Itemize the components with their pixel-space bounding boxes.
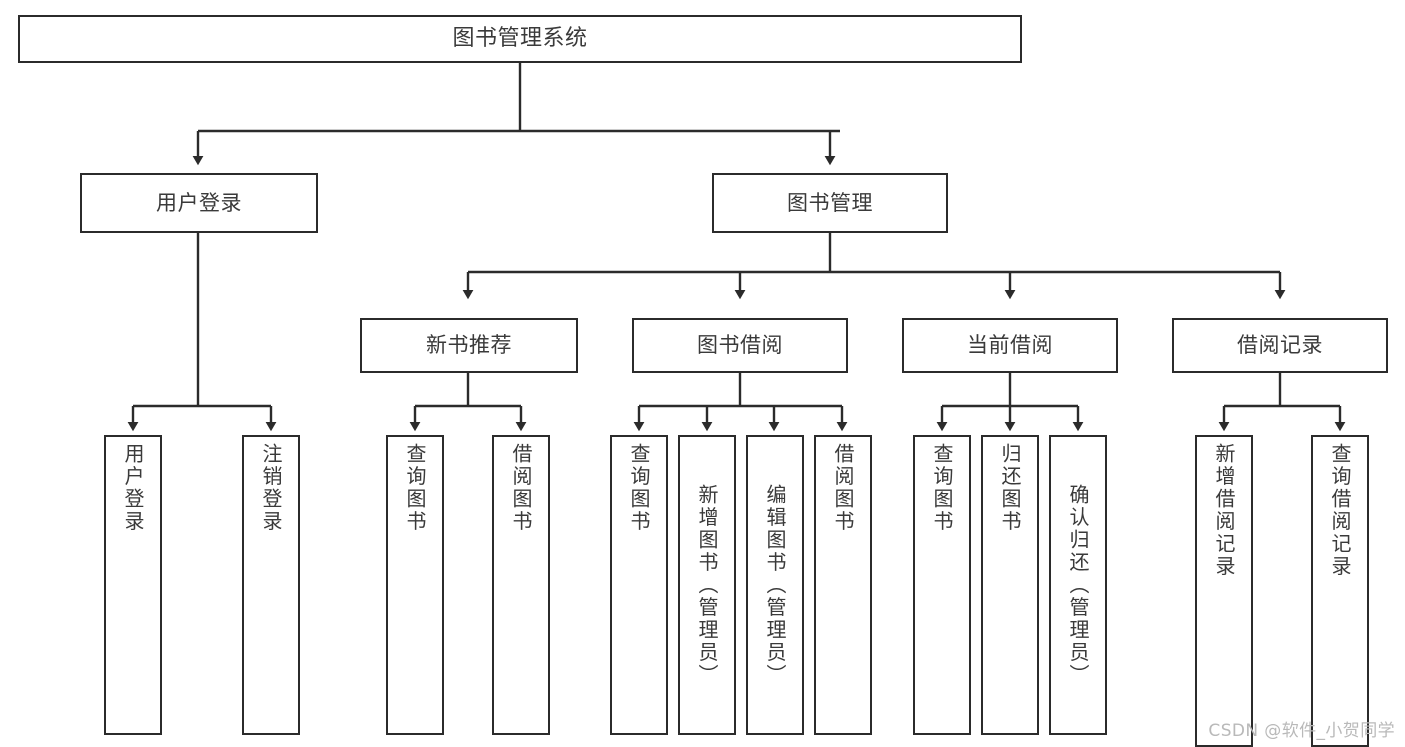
node-root-system-label: 图书管理系统 (452, 26, 588, 52)
node-book-manage[interactable]: 图书管理 (712, 173, 948, 233)
node-user-login-label: 用户登录 (156, 190, 242, 215)
leaf-book-borrow-borrow-label: 借阅图书 (831, 443, 855, 533)
leaf-borrow-record-query-label: 查询借阅记录 (1328, 443, 1352, 578)
leaf-user-login-logout[interactable]: 注销登录 (242, 435, 300, 735)
leaf-user-login-login[interactable]: 用户登录 (104, 435, 162, 735)
leaf-new-book-query-label: 查询图书 (403, 443, 427, 533)
leaf-current-borrow-return-label: 归还图书 (998, 443, 1022, 533)
node-new-book-recommend-label: 新书推荐 (426, 333, 512, 358)
leaf-user-login-logout-label: 注销登录 (259, 443, 283, 533)
leaf-new-book-borrow[interactable]: 借阅图书 (492, 435, 550, 735)
node-root-system[interactable]: 图书管理系统 (18, 15, 1022, 63)
node-current-borrow[interactable]: 当前借阅 (902, 318, 1118, 373)
leaf-book-borrow-edit-label: 编辑图书（管理员） (763, 483, 787, 687)
node-book-borrow-label: 图书借阅 (697, 333, 783, 358)
node-book-borrow[interactable]: 图书借阅 (632, 318, 848, 373)
leaf-current-borrow-query[interactable]: 查询图书 (913, 435, 971, 735)
leaf-borrow-record-add[interactable]: 新增借阅记录 (1195, 435, 1253, 747)
leaf-borrow-record-add-label: 新增借阅记录 (1212, 443, 1236, 578)
leaf-current-borrow-confirm-label: 确认归还（管理员） (1066, 483, 1090, 687)
leaf-book-borrow-query[interactable]: 查询图书 (610, 435, 668, 735)
node-current-borrow-label: 当前借阅 (967, 333, 1053, 358)
leaf-borrow-record-query[interactable]: 查询借阅记录 (1311, 435, 1369, 747)
leaf-new-book-borrow-label: 借阅图书 (509, 443, 533, 533)
node-user-login[interactable]: 用户登录 (80, 173, 318, 233)
node-borrow-record[interactable]: 借阅记录 (1172, 318, 1388, 373)
node-new-book-recommend[interactable]: 新书推荐 (360, 318, 578, 373)
node-borrow-record-label: 借阅记录 (1237, 333, 1323, 358)
leaf-book-borrow-query-label: 查询图书 (627, 443, 651, 533)
leaf-current-borrow-confirm[interactable]: 确认归还（管理员） (1049, 435, 1107, 735)
leaf-current-borrow-query-label: 查询图书 (930, 443, 954, 533)
leaf-new-book-query[interactable]: 查询图书 (386, 435, 444, 735)
leaf-book-borrow-borrow[interactable]: 借阅图书 (814, 435, 872, 735)
csdn-watermark: CSDN @软件_小贺同学 (1208, 721, 1395, 741)
leaf-user-login-login-label: 用户登录 (121, 443, 145, 533)
leaf-book-borrow-add[interactable]: 新增图书（管理员） (678, 435, 736, 735)
leaf-book-borrow-add-label: 新增图书（管理员） (695, 483, 719, 687)
node-book-manage-label: 图书管理 (787, 190, 873, 215)
leaf-current-borrow-return[interactable]: 归还图书 (981, 435, 1039, 735)
leaf-book-borrow-edit[interactable]: 编辑图书（管理员） (746, 435, 804, 735)
